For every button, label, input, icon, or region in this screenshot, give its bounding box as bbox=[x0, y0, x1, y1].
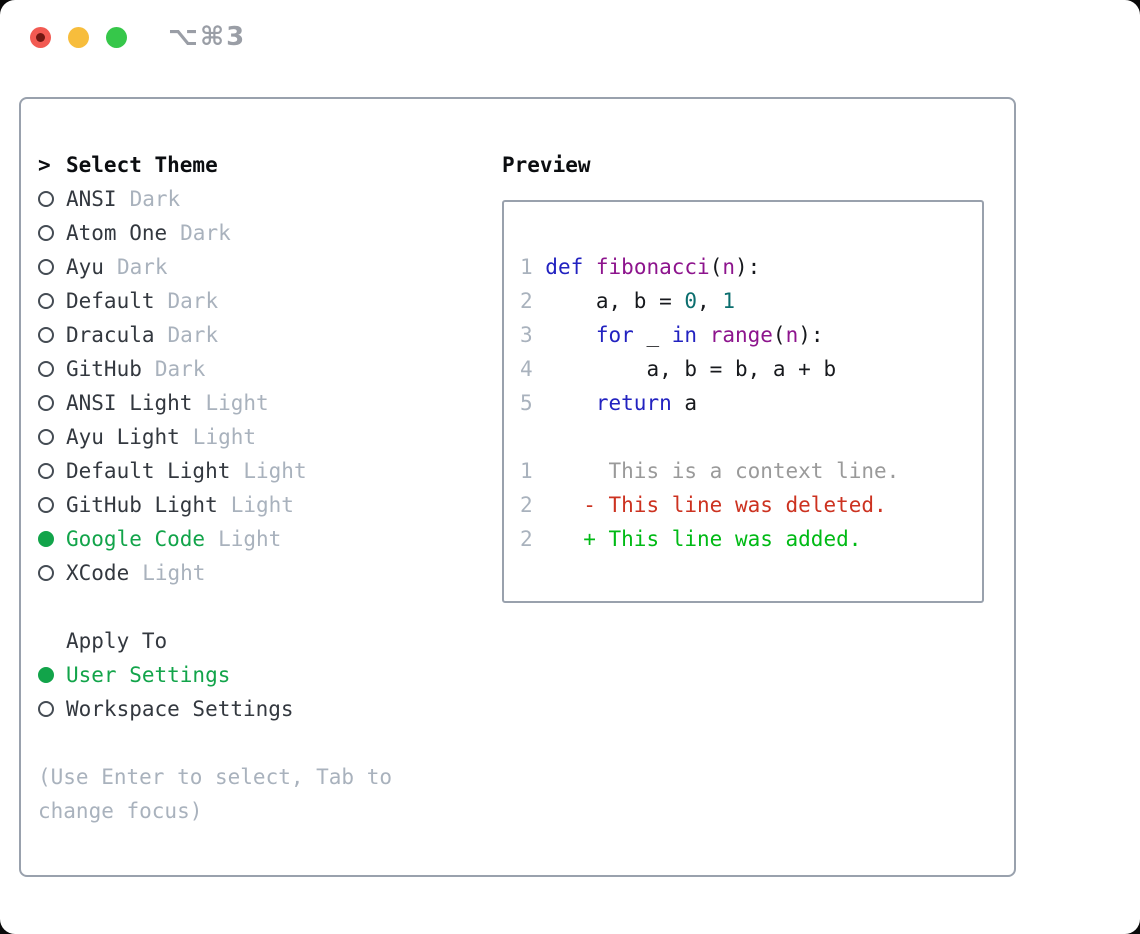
theme-option-dracula[interactable]: Dracula Dark bbox=[38, 318, 474, 352]
preview-title: Preview bbox=[502, 153, 591, 177]
radio-icon bbox=[38, 531, 66, 547]
window-shortcut-label: ⌥⌘3 bbox=[168, 22, 247, 52]
spacer bbox=[38, 590, 474, 624]
theme-name: Ayu bbox=[66, 255, 104, 279]
theme-name: Dracula bbox=[66, 323, 155, 347]
theme-variant-badge: Light bbox=[230, 493, 294, 517]
theme-variant-badge: Dark bbox=[129, 187, 181, 211]
radio-icon bbox=[38, 293, 66, 309]
apply-option-user-settings[interactable]: User Settings bbox=[38, 658, 474, 692]
code-line: 3 for _ in range(n): bbox=[520, 323, 824, 347]
apply-option-label: Workspace Settings bbox=[66, 697, 294, 721]
select-theme-header: > Select Theme bbox=[38, 148, 474, 182]
theme-variant-badge: Light bbox=[218, 527, 282, 551]
theme-variant-badge: Dark bbox=[154, 357, 206, 381]
code-line: 4 a, b = b, a + b bbox=[520, 357, 837, 381]
radio-icon bbox=[38, 395, 66, 411]
theme-option-xcode[interactable]: XCode Light bbox=[38, 556, 474, 590]
radio-icon bbox=[38, 667, 66, 683]
preview-box: 1 def fibonacci(n): 2 a, b = 0, 1 3 for _ … bbox=[502, 200, 984, 603]
radio-icon bbox=[38, 327, 66, 343]
line-number: 3 bbox=[520, 323, 546, 347]
line-number: 1 bbox=[520, 459, 546, 483]
line-number bbox=[520, 425, 545, 449]
radio-icon bbox=[38, 429, 66, 445]
theme-variant-badge: Dark bbox=[180, 221, 231, 245]
radio-icon bbox=[38, 701, 66, 717]
line-number: 2 bbox=[520, 527, 546, 551]
radio-icon bbox=[38, 361, 66, 377]
theme-option-default-light[interactable]: Default Light Light bbox=[38, 454, 474, 488]
apply-to-header: Apply To bbox=[38, 624, 474, 658]
code-line: 1 def fibonacci(n): bbox=[520, 255, 761, 279]
code-line: 2 a, b = 0, 1 bbox=[520, 289, 735, 313]
theme-name: Default Light bbox=[66, 459, 231, 483]
theme-option-ayu-light[interactable]: Ayu Light Light bbox=[38, 420, 474, 454]
zoom-button-icon[interactable] bbox=[106, 27, 127, 48]
theme-option-default[interactable]: Default Dark bbox=[38, 284, 474, 318]
apply-to-title: Apply To bbox=[66, 629, 168, 653]
theme-name: ANSI bbox=[66, 187, 117, 211]
code-line: 2 + This line was added. bbox=[520, 527, 862, 551]
theme-variant-badge: Light bbox=[205, 391, 269, 415]
line-number: 1 bbox=[520, 255, 546, 279]
theme-variant-badge: Light bbox=[142, 561, 206, 585]
radio-icon bbox=[38, 259, 66, 275]
theme-option-atom-one[interactable]: Atom One Dark bbox=[38, 216, 474, 250]
title-bar: ⌥⌘3 bbox=[0, 0, 1140, 70]
theme-name: Default bbox=[66, 289, 155, 313]
radio-icon bbox=[38, 463, 66, 479]
close-button-icon[interactable] bbox=[30, 27, 51, 48]
code-line: 5 return a bbox=[520, 391, 698, 415]
theme-name: GitHub Light bbox=[66, 493, 218, 517]
code-line bbox=[520, 420, 982, 454]
keyboard-hint: (Use Enter to select, Tab to change focu… bbox=[38, 765, 393, 823]
theme-name: GitHub bbox=[66, 357, 142, 381]
line-number: 5 bbox=[520, 391, 546, 415]
cursor-icon: > bbox=[38, 153, 51, 177]
theme-option-ayu[interactable]: Ayu Dark bbox=[38, 250, 474, 284]
code-line: 1 This is a context line. bbox=[520, 459, 900, 483]
apply-option-workspace-settings[interactable]: Workspace Settings bbox=[38, 692, 474, 726]
theme-name: Atom One bbox=[66, 221, 168, 245]
minimize-button-icon[interactable] bbox=[68, 27, 89, 48]
theme-option-ansi-light[interactable]: ANSI Light Light bbox=[38, 386, 474, 420]
apply-option-label: User Settings bbox=[66, 663, 231, 687]
theme-option-ansi[interactable]: ANSI Dark bbox=[38, 182, 474, 216]
theme-name: ANSI Light bbox=[66, 391, 193, 415]
theme-variant-badge: Light bbox=[192, 425, 257, 449]
theme-variant-badge: Dark bbox=[167, 323, 219, 347]
line-number: 2 bbox=[520, 289, 546, 313]
theme-variant-badge: Light bbox=[243, 459, 307, 483]
theme-name: XCode bbox=[66, 561, 130, 585]
select-theme-title: Select Theme bbox=[66, 153, 218, 177]
line-number: 2 bbox=[520, 493, 546, 517]
theme-name: Ayu Light bbox=[66, 425, 180, 449]
theme-option-github[interactable]: GitHub Dark bbox=[38, 352, 474, 386]
radio-icon bbox=[38, 225, 66, 241]
theme-option-github-light[interactable]: GitHub Light Light bbox=[38, 488, 474, 522]
code-line: 2 - This line was deleted. bbox=[520, 493, 887, 517]
theme-variant-badge: Dark bbox=[167, 289, 219, 313]
radio-icon bbox=[38, 191, 66, 207]
line-number: 4 bbox=[520, 357, 546, 381]
theme-variant-badge: Dark bbox=[116, 255, 168, 279]
theme-name: Google Code bbox=[66, 527, 206, 551]
theme-option-google-code[interactable]: Google Code Light bbox=[38, 522, 474, 556]
radio-icon bbox=[38, 497, 66, 513]
preview-column: Preview 1 def fibonacci(n): 2 a, b = 0, 1… bbox=[502, 148, 984, 603]
radio-icon bbox=[38, 565, 66, 581]
